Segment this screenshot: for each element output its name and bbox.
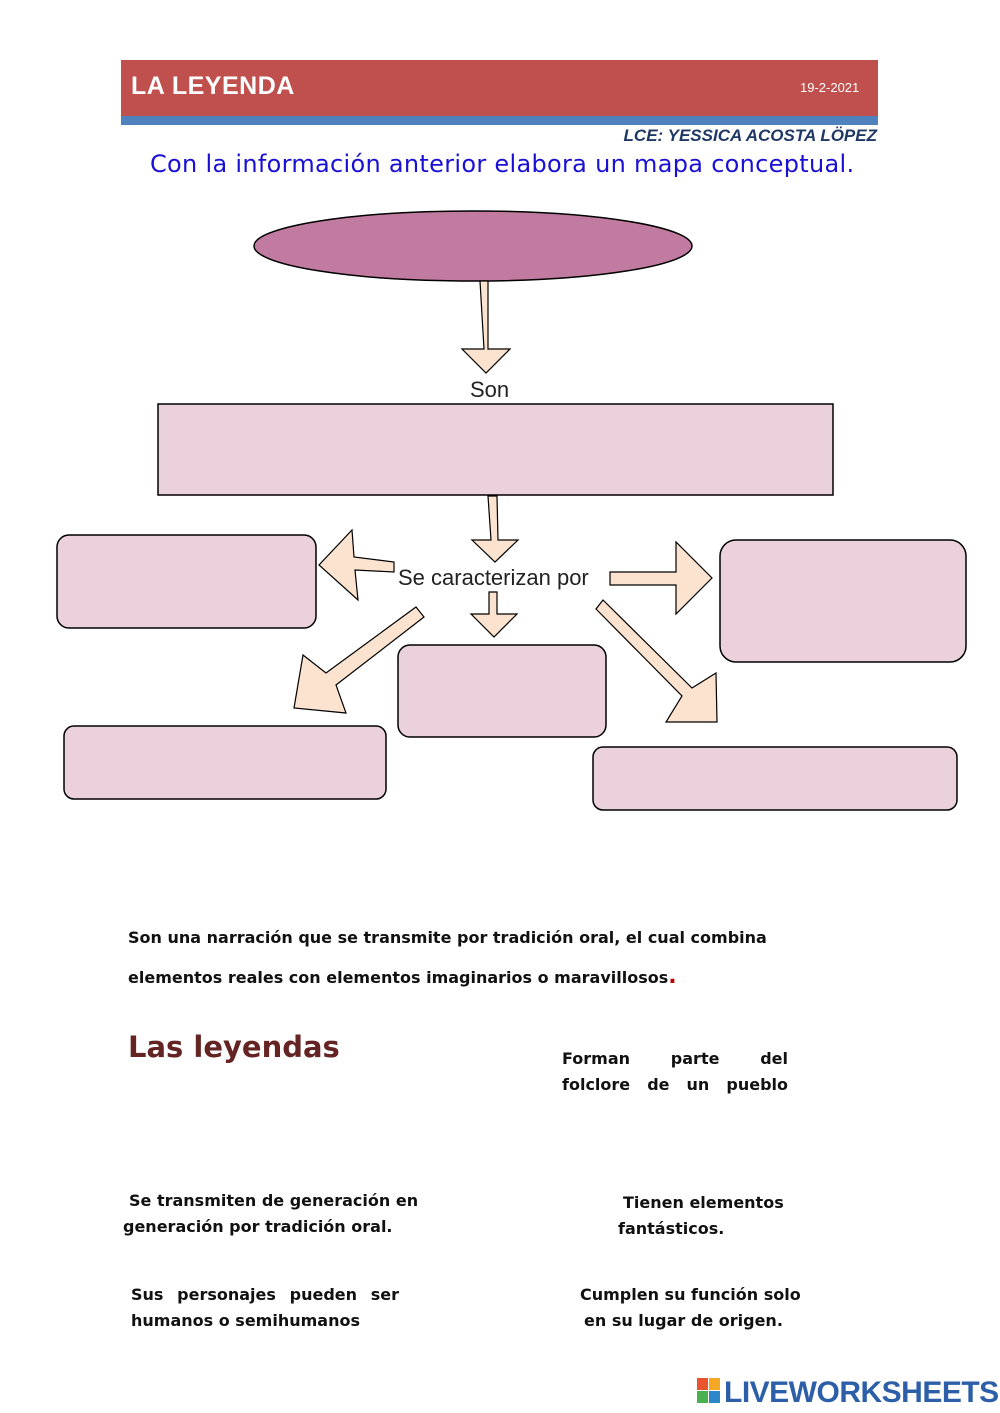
transmiten-line1: Se transmiten de generación en xyxy=(129,1191,419,1210)
label-son: Son xyxy=(470,377,510,402)
answer-card-forman[interactable]: Forman parte del folclore de un pueblo xyxy=(562,1046,788,1106)
tienen-line1: Tienen elementos xyxy=(623,1193,784,1212)
answer-card-cumplen[interactable]: Cumplen su función solo en su lugar de o… xyxy=(580,1282,810,1334)
forman-line2: folclore de un pueblo xyxy=(562,1075,788,1094)
tienen-line2: fantásticos. xyxy=(618,1219,725,1238)
liveworksheets-brand[interactable]: LIVEWORKSHEETS xyxy=(724,1376,999,1409)
liveworksheets-logo-icon xyxy=(697,1378,720,1403)
answer-card-transmiten[interactable]: Se transmiten de generación en generació… xyxy=(123,1188,423,1240)
author-name: LCE: YESSICA ACOSTA LÖPEZ xyxy=(623,126,877,145)
cumplen-line2: en su lugar de origen. xyxy=(584,1311,783,1330)
answer-card-definition[interactable]: Son una narración que se transmite por t… xyxy=(128,918,768,997)
transmiten-line2: generación por tradición oral. xyxy=(123,1217,393,1236)
definition-line1: Son una narración que se transmite por t… xyxy=(128,928,767,947)
header-date: 19-2-2021 xyxy=(800,80,860,95)
page-title: LA LEYENDA xyxy=(131,72,295,100)
bottom-left-drop-zone[interactable] xyxy=(63,725,387,800)
answer-card-personajes[interactable]: Sus personajes pueden ser humanos o semi… xyxy=(131,1282,399,1334)
header-stripe xyxy=(121,116,878,125)
answer-card-las-leyendas[interactable]: Las leyendas xyxy=(128,1030,340,1064)
cumplen-line1: Cumplen su función solo xyxy=(580,1285,801,1304)
definition-line2: elementos reales con elementos imaginari… xyxy=(128,968,669,987)
concept-ellipse-drop-zone[interactable] xyxy=(253,210,693,282)
arrow-down-icon xyxy=(460,280,512,374)
arrow-down-right-icon xyxy=(595,599,718,723)
arrow-down-icon xyxy=(469,591,519,638)
concept-map xyxy=(56,210,967,811)
left-drop-zone[interactable] xyxy=(56,534,317,629)
son-drop-zone[interactable] xyxy=(157,403,834,496)
header-bar xyxy=(121,60,878,116)
arrow-right-icon xyxy=(609,540,713,616)
center-drop-zone[interactable] xyxy=(397,644,607,738)
arrow-down-icon xyxy=(470,495,520,563)
personajes-line2: humanos o semihumanos xyxy=(131,1311,360,1330)
arrow-left-icon xyxy=(318,528,395,602)
forman-line1: Forman parte del xyxy=(562,1049,788,1068)
bottom-right-drop-zone[interactable] xyxy=(592,746,958,811)
instruction-text: Con la información anterior elabora un m… xyxy=(150,150,855,178)
answer-card-tienen[interactable]: Tienen elementos fantásticos. xyxy=(618,1190,818,1242)
definition-dot: . xyxy=(668,964,677,989)
label-se-caracterizan-por: Se caracterizan por xyxy=(398,565,589,590)
personajes-line1: Sus personajes pueden ser xyxy=(131,1285,399,1304)
arrow-down-left-icon xyxy=(293,606,425,714)
right-drop-zone[interactable] xyxy=(719,539,967,663)
